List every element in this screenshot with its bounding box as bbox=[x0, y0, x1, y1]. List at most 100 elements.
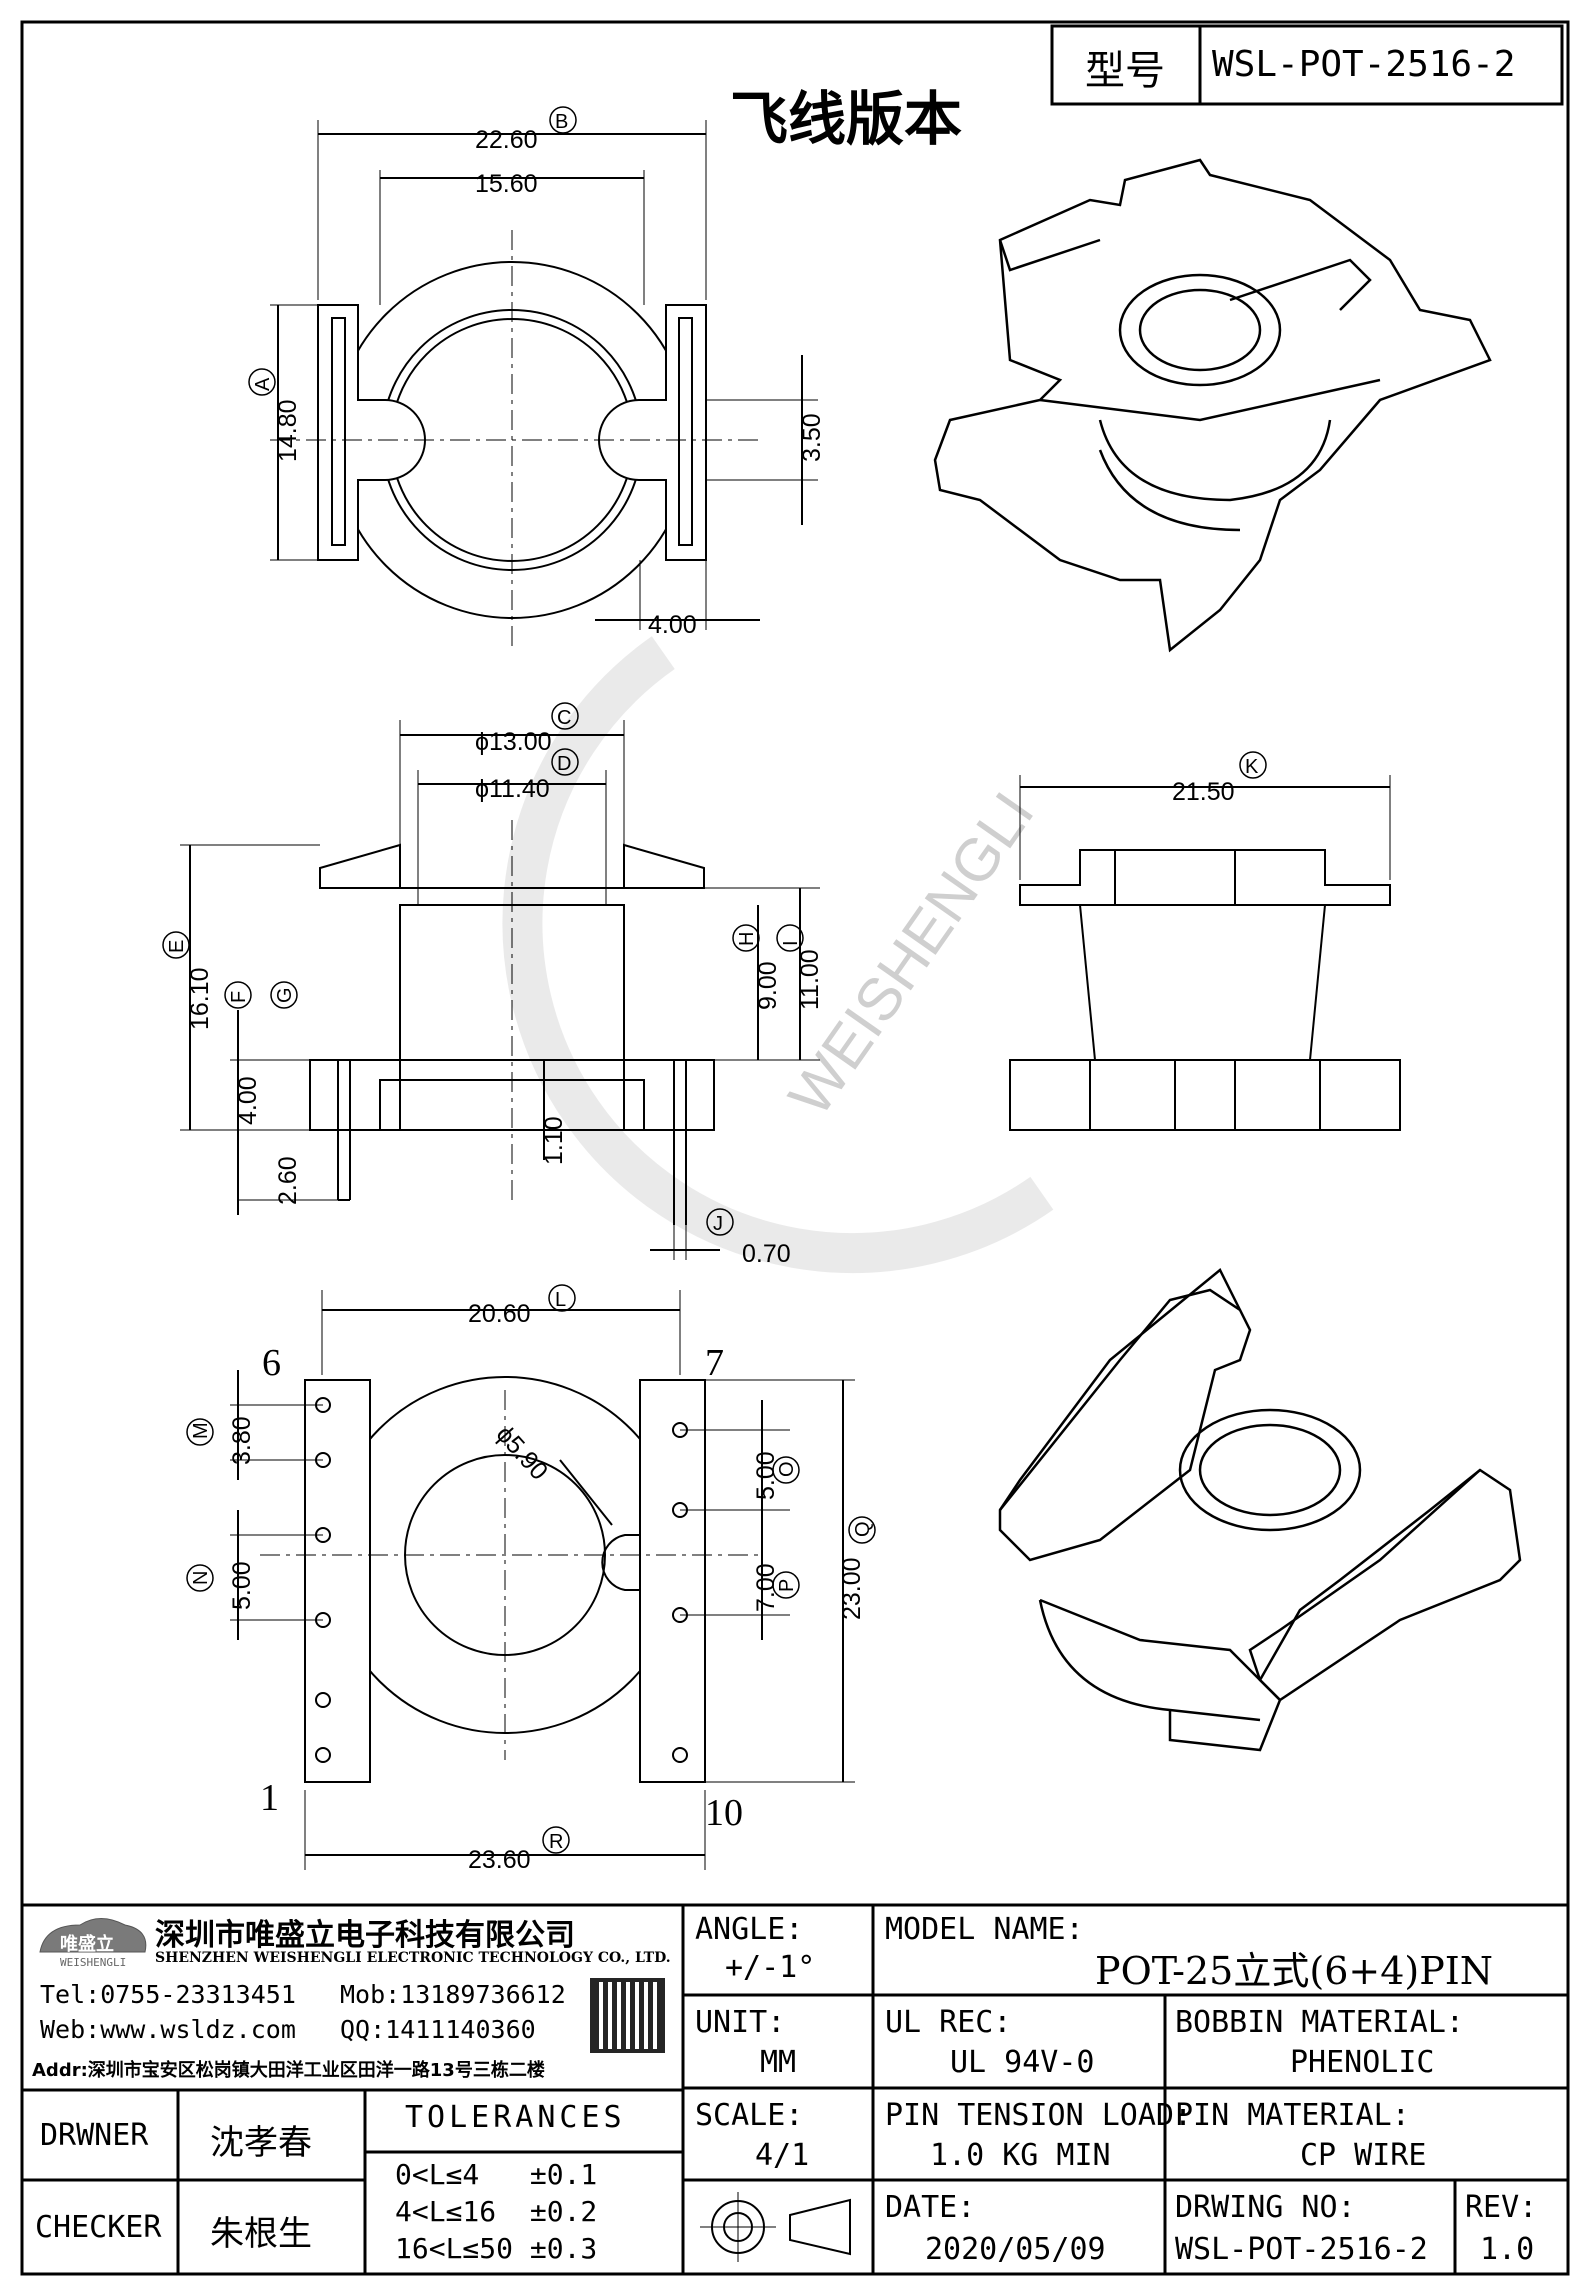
dim-label-c: C bbox=[557, 707, 571, 729]
unit-value: MM bbox=[760, 2045, 797, 2080]
dim-label-d: D bbox=[557, 753, 571, 775]
dim-front-pin-length: 2.60 bbox=[274, 1156, 302, 1205]
dim-label-i: I bbox=[780, 940, 802, 946]
model-label: MODEL NAME: bbox=[885, 1912, 1084, 1947]
dim-front-height: 16.10 bbox=[186, 967, 214, 1030]
tolerance-row-1: 0<L≤4 ±0.1 bbox=[395, 2158, 598, 2191]
pin-number-6: 6 bbox=[262, 1342, 281, 1384]
dim-front-flange: 4.00 bbox=[234, 1076, 262, 1125]
ul-value: UL 94V-0 bbox=[950, 2045, 1095, 2080]
dim-side-width: 21.50 bbox=[1172, 778, 1235, 806]
drawing-title: 飞线版本 bbox=[730, 85, 963, 153]
dim-label-k: K bbox=[1245, 756, 1259, 778]
isometric-view-bottom bbox=[998, 1268, 1522, 1752]
type-value: WSL-POT-2516-2 bbox=[1212, 44, 1516, 85]
ul-label: UL REC: bbox=[885, 2005, 1012, 2040]
dim-label-l: L bbox=[555, 1289, 566, 1311]
dim-label-n: N bbox=[190, 1571, 212, 1585]
company-logo-sub: WEISHENGLI bbox=[60, 1956, 127, 1969]
dim-front-win2: 11.00 bbox=[796, 949, 824, 1010]
top-view bbox=[248, 106, 818, 650]
checker-label: CHECKER bbox=[35, 2210, 162, 2245]
pin-material-value: CP WIRE bbox=[1300, 2138, 1427, 2173]
pin-tension-value: 1.0 KG MIN bbox=[930, 2138, 1111, 2173]
dim-label-q: Q bbox=[852, 1521, 874, 1537]
isometric-view-top bbox=[933, 158, 1492, 653]
company-qq: QQ:1411140360 bbox=[340, 2015, 536, 2044]
model-value: POT-25立式(6+4)PIN bbox=[1095, 1949, 1494, 1993]
watermark-logo bbox=[502, 636, 1054, 1273]
company-logo-icon bbox=[39, 1918, 147, 1953]
front-view bbox=[162, 702, 820, 1260]
bobbin-material-label: BOBBIN MATERIAL: bbox=[1175, 2005, 1464, 2040]
drawing-number-label: DRWING NO: bbox=[1175, 2190, 1356, 2225]
dim-top-width-outer: 22.60 bbox=[475, 126, 538, 154]
bottom-view bbox=[186, 1284, 876, 1870]
dim-label-e: E bbox=[166, 940, 188, 953]
dim-label-f: F bbox=[228, 991, 250, 1003]
pin-tension-label: PIN TENSION LOAD: bbox=[885, 2098, 1193, 2133]
drawer-value: 沈孝春 bbox=[210, 2123, 312, 2163]
scale-value: 4/1 bbox=[755, 2138, 810, 2173]
sheet-border bbox=[20, 20, 1570, 2276]
company-tel: Tel:0755-23313451 bbox=[40, 1980, 296, 2009]
angle-value: +/-1° bbox=[725, 1950, 816, 1985]
dim-front-pin-dia: 0.70 bbox=[742, 1240, 791, 1268]
dim-label-j: J bbox=[713, 1213, 723, 1235]
dim-top-height: 14.80 bbox=[274, 399, 302, 462]
dim-bottom-pitch2: 5.00 bbox=[228, 1561, 256, 1610]
company-web: Web:www.wsldz.com bbox=[40, 2015, 296, 2044]
type-label: 型号 bbox=[1085, 48, 1165, 94]
drawer-label: DRWNER bbox=[40, 2118, 149, 2153]
dim-top-width-inner: 15.60 bbox=[475, 170, 538, 198]
dim-bottom-width-inner: 20.60 bbox=[468, 1300, 531, 1328]
unit-label: UNIT: bbox=[695, 2005, 786, 2040]
tolerance-row-2: 4<L≤16 ±0.2 bbox=[395, 2195, 598, 2228]
dim-bottom-pitch4: 7.00 bbox=[752, 1563, 780, 1612]
dim-top-tab: 4.00 bbox=[648, 611, 697, 639]
dim-front-wall: 1.10 bbox=[540, 1116, 568, 1165]
scale-label: SCALE: bbox=[695, 2098, 804, 2133]
date-value: 2020/05/09 bbox=[925, 2232, 1106, 2267]
company-mob: Mob:13189736612 bbox=[340, 1980, 566, 2009]
pin-number-10: 10 bbox=[705, 1792, 743, 1834]
company-address: Addr:深圳市宝安区松岗镇大田洋工业区田洋一路13号三栋二楼 bbox=[32, 2060, 545, 2081]
dim-bottom-height: 23.00 bbox=[838, 1557, 866, 1620]
title-block bbox=[22, 1903, 1568, 2274]
dim-label-r: R bbox=[549, 1831, 563, 1853]
checker-value: 朱根生 bbox=[210, 2214, 312, 2254]
projection-symbol bbox=[700, 2192, 851, 2262]
pin-number-1: 1 bbox=[260, 1777, 279, 1819]
dim-label-g: G bbox=[274, 987, 296, 1003]
qr-code-icon bbox=[590, 1978, 665, 2053]
drawing-number-value: WSL-POT-2516-2 bbox=[1175, 2232, 1428, 2267]
dim-front-win1: 9.00 bbox=[754, 961, 782, 1010]
dim-front-d1: ϕ13.00 bbox=[475, 728, 552, 756]
revision-label: REV: bbox=[1465, 2190, 1538, 2225]
pin-number-7: 7 bbox=[705, 1342, 724, 1384]
company-logo-text: 唯盛立 bbox=[60, 1934, 114, 1955]
pin-material-label: PIN MATERIAL: bbox=[1175, 2098, 1410, 2133]
company-name-en: SHENZHEN WEISHENGLI ELECTRONIC TECHNOLOG… bbox=[155, 1950, 671, 1966]
dim-label-p: P bbox=[776, 1579, 798, 1592]
tolerances-title: TOLERANCES bbox=[405, 2100, 626, 2135]
dim-bottom-pitch1: 3.80 bbox=[228, 1416, 256, 1465]
dim-front-d2: ϕ11.40 bbox=[475, 775, 550, 803]
dim-top-slot: 3.50 bbox=[798, 413, 826, 462]
date-label: DATE: bbox=[885, 2190, 976, 2225]
dim-bottom-pitch3: 5.00 bbox=[752, 1451, 780, 1500]
dim-bottom-width-outer: 23.60 bbox=[468, 1846, 531, 1874]
dim-bottom-hole: ϕ5.90 bbox=[491, 1420, 554, 1485]
dim-label-a: A bbox=[252, 377, 274, 391]
tolerance-row-3: 16<L≤50 ±0.3 bbox=[395, 2232, 598, 2265]
side-view bbox=[1009, 751, 1401, 1131]
revision-value: 1.0 bbox=[1480, 2232, 1535, 2267]
dim-label-m: M bbox=[190, 1422, 212, 1439]
bobbin-material-value: PHENOLIC bbox=[1290, 2045, 1435, 2080]
angle-label: ANGLE: bbox=[695, 1912, 804, 1947]
dim-label-h: H bbox=[736, 932, 758, 946]
dim-label-b: B bbox=[555, 111, 568, 133]
company-name-cn: 深圳市唯盛立电子科技有限公司 bbox=[155, 1918, 575, 1953]
dim-label-o: O bbox=[776, 1461, 798, 1477]
